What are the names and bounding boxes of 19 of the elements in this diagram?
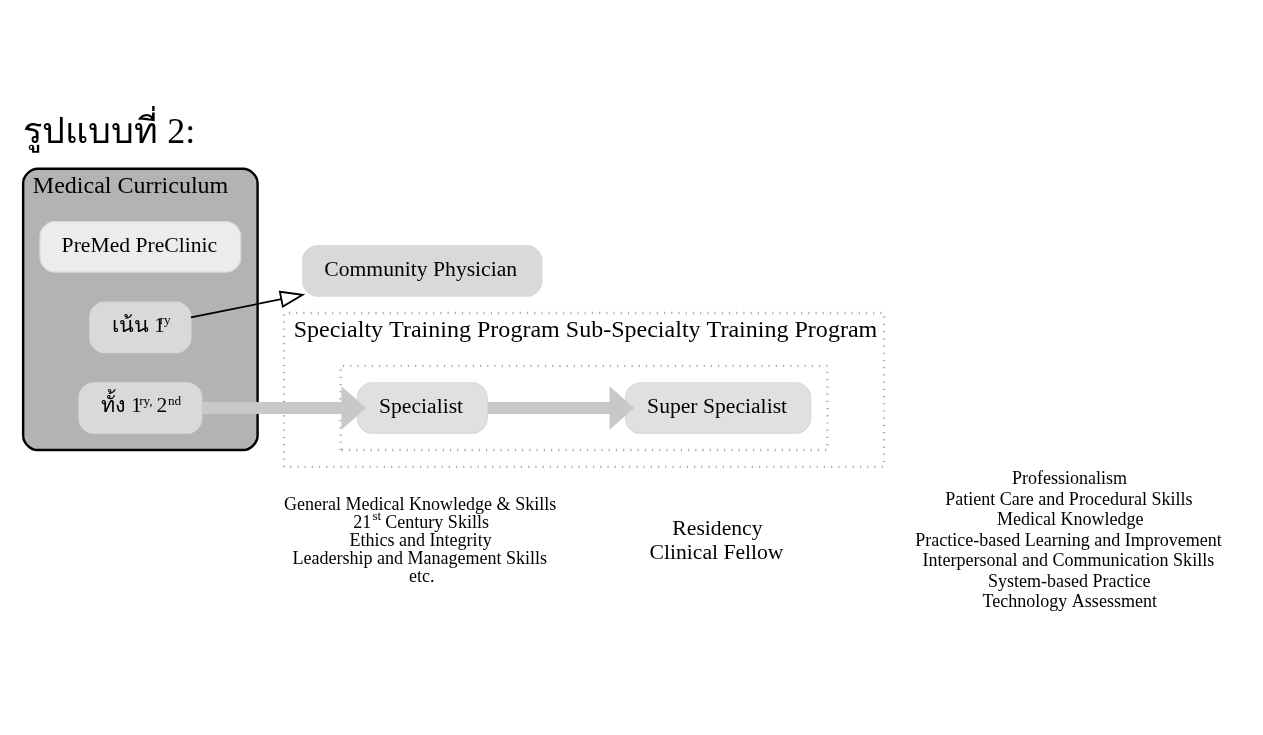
label: Patient Care and Procedural Skills	[945, 488, 1193, 509]
node-box: ทั้ง 1$^{ry,}$ 2$^{nd}$	[78, 381, 203, 434]
label: System-based Practice	[987, 570, 1151, 591]
arrow	[190, 290, 306, 318]
arrow	[201, 385, 367, 430]
label: Clinical Fellow	[649, 539, 784, 564]
node-box: เน้น 1$^{ry}$	[89, 301, 192, 353]
label: Interpersonal and Communication Skills	[922, 549, 1215, 570]
label: Medical Knowledge	[996, 508, 1144, 529]
node-box: Super Specialist	[624, 381, 812, 434]
label: etc.	[409, 565, 435, 586]
label: Technology Assessment	[982, 590, 1157, 611]
node-box: Specialist	[356, 381, 488, 434]
node-box: Community Physician	[302, 244, 543, 297]
label: Professionalism	[1012, 467, 1128, 488]
label: Residency	[672, 515, 763, 540]
node-box: PreMed PreClinic	[39, 220, 242, 273]
arrow	[487, 385, 635, 430]
label: Practice-based Learning and Improvement	[915, 529, 1222, 550]
